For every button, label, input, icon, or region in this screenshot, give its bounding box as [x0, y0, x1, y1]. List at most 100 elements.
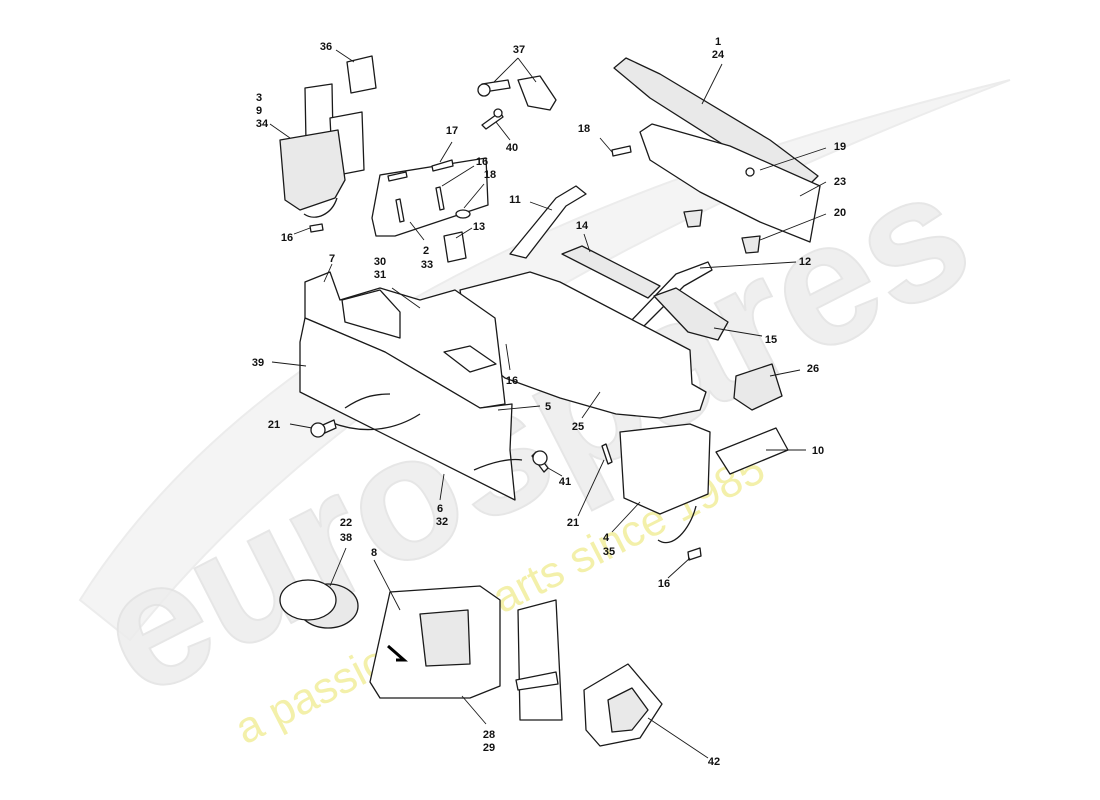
part-19-screw — [745, 167, 755, 177]
callout-18-upper: 18 — [578, 123, 590, 135]
leader-16d — [667, 557, 691, 579]
callout-20: 20 — [834, 207, 846, 219]
callout-13: 13 — [473, 221, 485, 233]
callout-37: 37 — [513, 44, 525, 56]
part-25-trunk-floor — [459, 271, 707, 419]
leader-26 — [769, 369, 801, 377]
callout-42: 42 — [708, 756, 720, 768]
part-5-clip — [443, 345, 497, 373]
leader-40 — [495, 121, 511, 141]
fit-arrow-4 — [657, 505, 697, 544]
callout-41: 41 — [559, 476, 571, 488]
leader-25 — [581, 391, 601, 419]
callout-26: 26 — [807, 363, 819, 375]
callout-7: 7 — [329, 253, 335, 265]
callout-23: 23 — [834, 176, 846, 188]
callout-5: 5 — [545, 401, 551, 413]
part-14-center-tray — [561, 245, 661, 299]
part-42-vent-inner — [607, 687, 649, 733]
callout-16-left: 16 — [281, 232, 293, 244]
leader-22 — [329, 547, 347, 587]
part-6-lower-trim — [299, 317, 516, 501]
part-8-vent-grille — [419, 609, 471, 667]
part-36-pad — [346, 55, 377, 94]
fire-extinguisher-mount — [515, 671, 559, 691]
part-30-speaker-box — [341, 289, 401, 339]
part-22-filter-ring — [279, 579, 337, 621]
part-21-screw-a-head — [310, 422, 326, 438]
callout-16-bracket: 16 — [476, 156, 488, 168]
callout-40: 40 — [506, 142, 518, 154]
part-11-trim-strip — [509, 185, 587, 259]
leader-14 — [583, 233, 591, 253]
part-16-screw-a — [395, 198, 405, 223]
callout-15: 15 — [765, 334, 777, 346]
callout-25: 25 — [572, 421, 584, 433]
fit-arrow-6 — [329, 413, 421, 431]
callout-16-center: 16 — [506, 375, 518, 387]
part-34-insulation-panel — [279, 129, 346, 211]
part-15-trim-rail — [653, 287, 729, 341]
leader-41 — [547, 467, 563, 477]
leader-21b — [577, 459, 605, 517]
part-18-screw-b — [611, 145, 632, 157]
leader-16c — [505, 343, 511, 371]
part-40-screw-head — [493, 108, 503, 118]
leader-11 — [529, 201, 553, 211]
callout-8: 8 — [371, 547, 377, 559]
callout-10: 10 — [812, 445, 824, 457]
callout-17: 17 — [446, 125, 458, 137]
part-37-clip — [517, 75, 557, 111]
leader-21a — [289, 423, 313, 429]
part-18-screw-a — [435, 186, 445, 211]
part-37-bolt-head — [477, 83, 491, 97]
leader-15 — [713, 327, 763, 337]
part-18-washer — [455, 209, 471, 219]
part-4-side-trim — [619, 423, 711, 515]
leader-1-24 — [701, 63, 723, 105]
part-23-panel — [639, 123, 821, 243]
leader-5 — [497, 405, 541, 411]
leader-lines — [269, 49, 827, 759]
callout-21-right: 21 — [567, 517, 579, 529]
leader-16a — [441, 165, 475, 187]
watermark-swoosh — [78, 79, 1011, 642]
part-41-screw-head — [532, 450, 548, 466]
leader-8 — [373, 559, 401, 611]
leader-2 — [409, 221, 425, 241]
part-20-fastener-b — [741, 235, 761, 254]
leader-36 — [335, 49, 355, 63]
part-16-screw-d — [687, 547, 702, 561]
leader-20a — [759, 213, 827, 241]
leader-37b — [517, 57, 537, 83]
part-17-screw-b — [431, 159, 454, 172]
part-2-bracket — [371, 157, 489, 237]
leader-6 — [439, 473, 445, 501]
leader-19 — [759, 147, 827, 171]
parts-illustration — [279, 55, 821, 747]
fit-arrow-3 — [303, 197, 338, 218]
leader-23 — [799, 181, 827, 197]
part-1-cross-member — [613, 57, 819, 187]
arrow-icon — [387, 644, 408, 662]
part-21-screw-b — [601, 443, 613, 465]
part-16-screw-b — [309, 223, 324, 233]
leader-39 — [271, 361, 307, 367]
fit-arrow-39 — [344, 393, 391, 409]
part-17-screw — [387, 171, 408, 182]
part-20-fastener-a — [683, 209, 703, 228]
callout-19: 19 — [834, 141, 846, 153]
leader-7 — [323, 263, 333, 283]
callout-16-lower: 16 — [658, 578, 670, 590]
leader-18a — [599, 137, 613, 153]
leader-3 — [269, 123, 291, 139]
callout-11: 11 — [509, 194, 521, 206]
